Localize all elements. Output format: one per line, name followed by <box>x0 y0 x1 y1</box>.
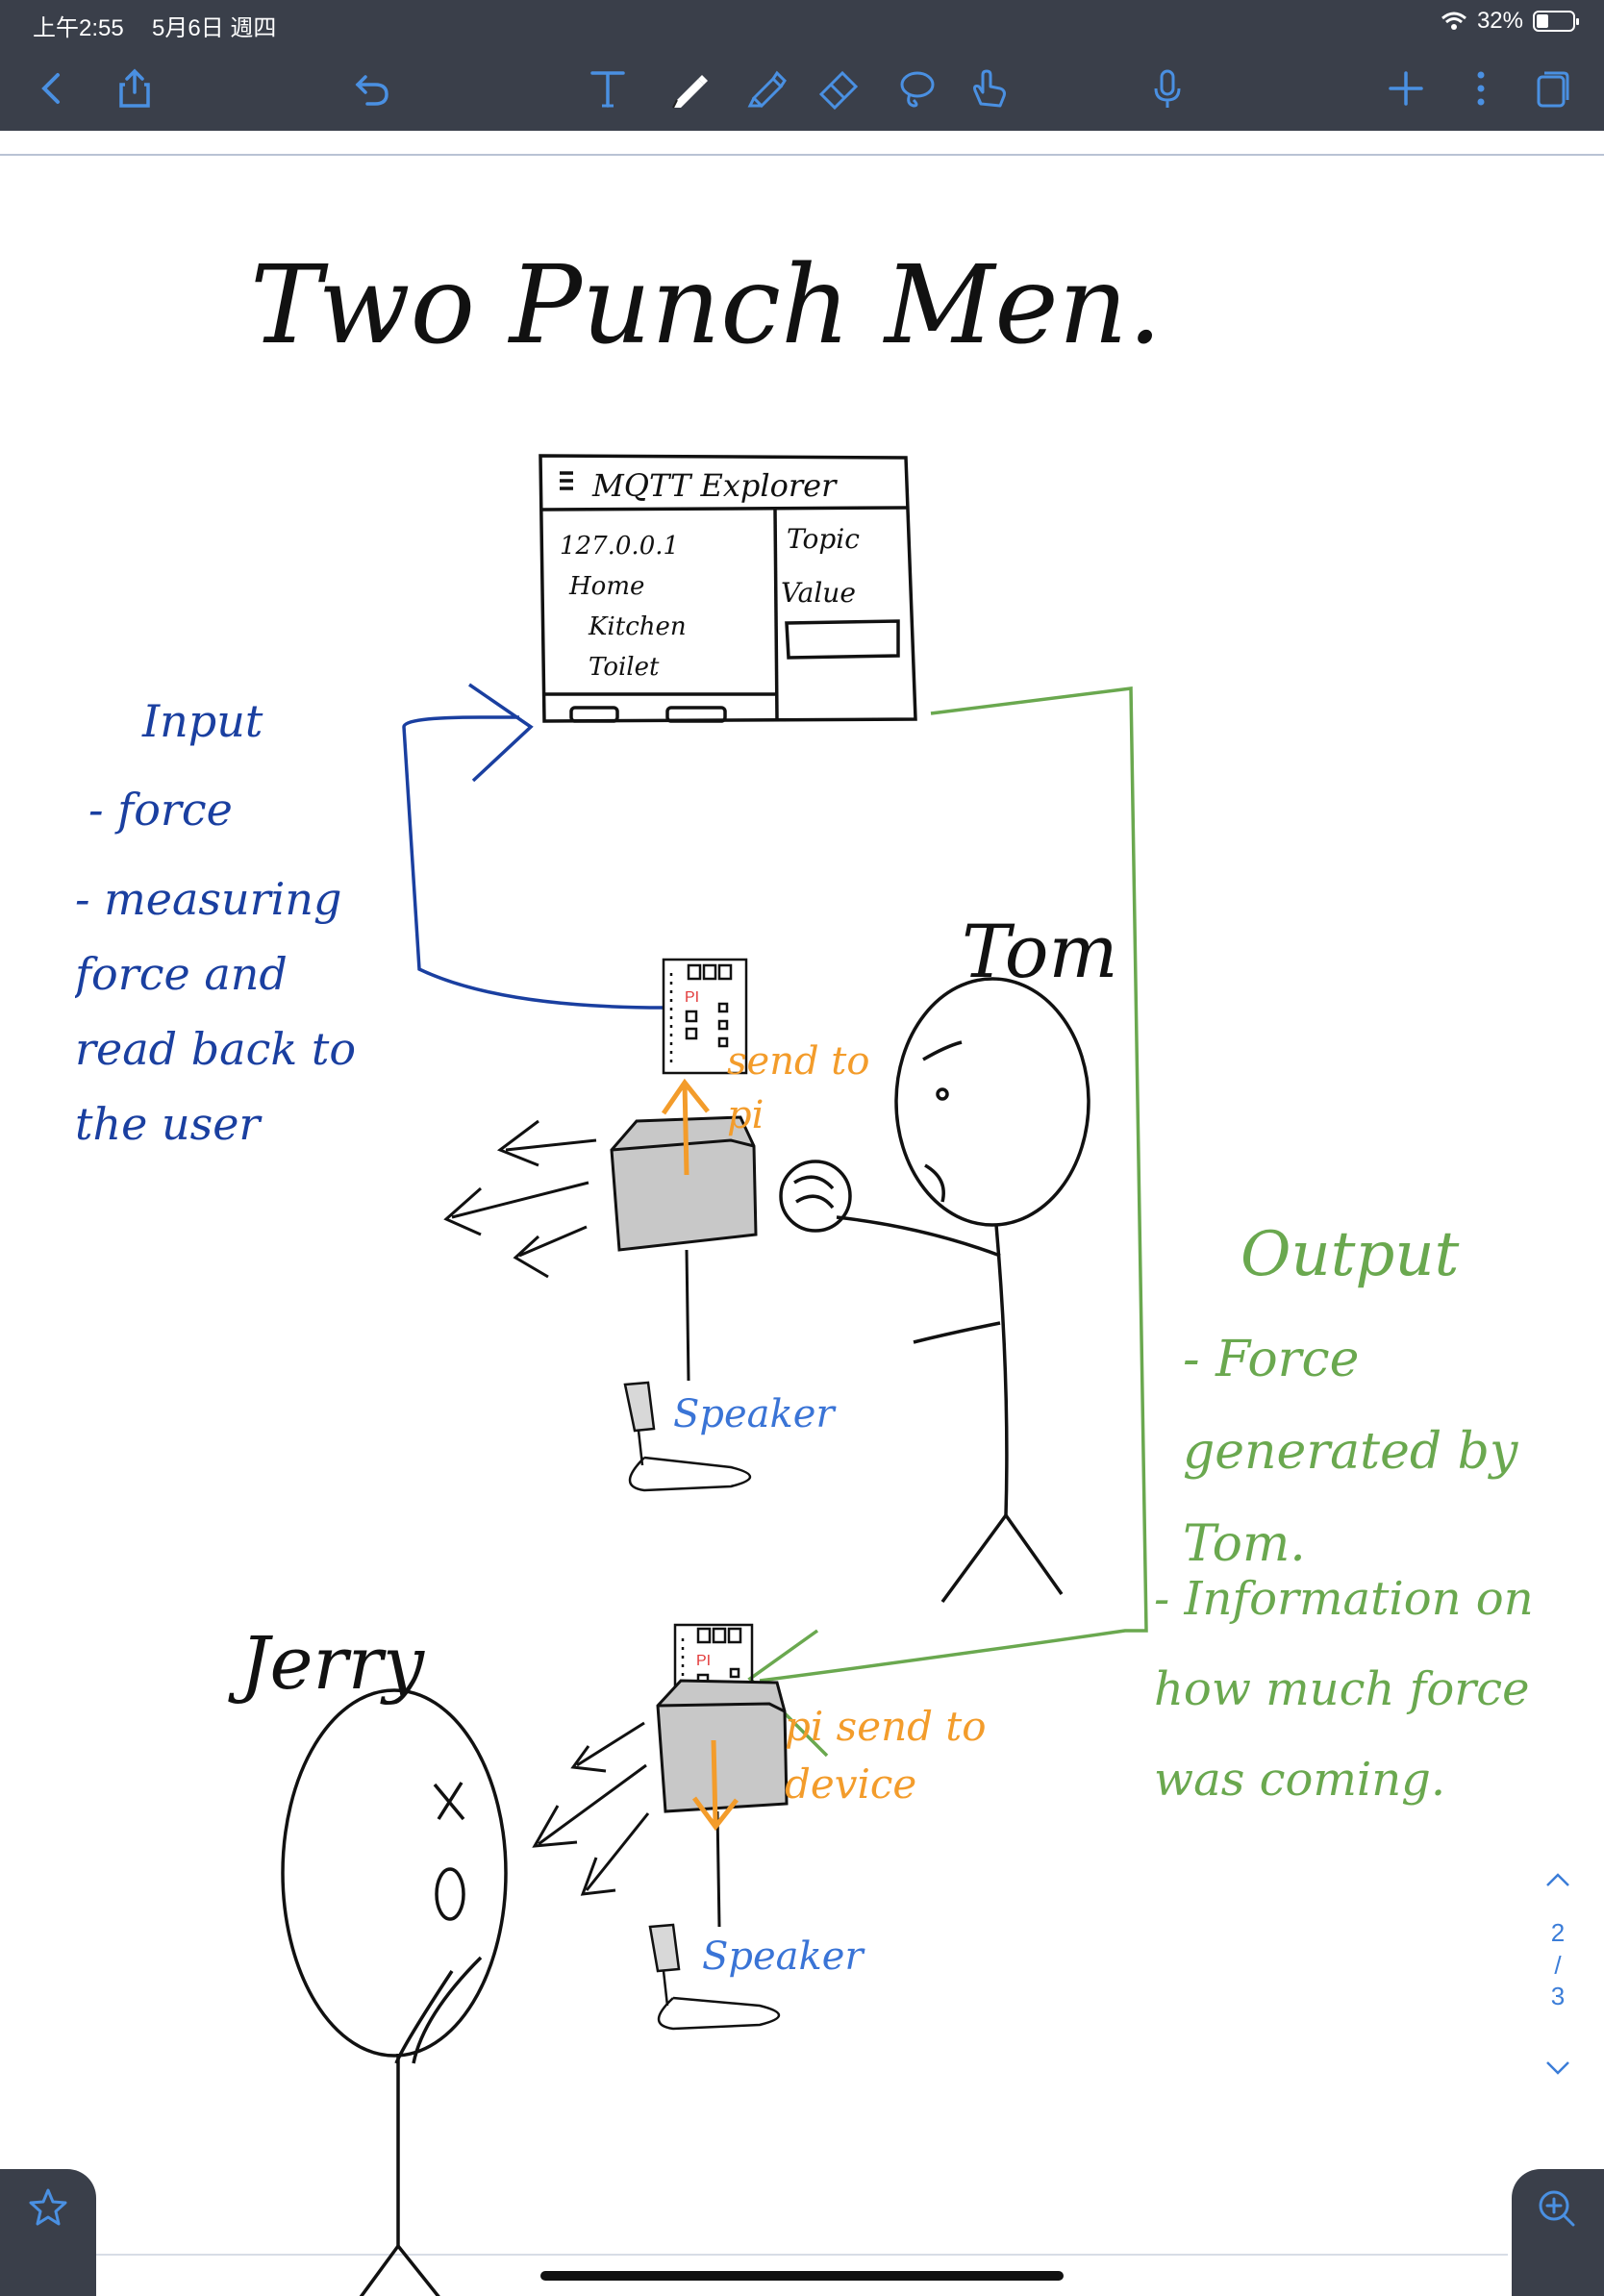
pages-icon[interactable] <box>1525 62 1579 115</box>
plus-icon[interactable] <box>1379 62 1433 115</box>
more-vertical-icon[interactable] <box>1454 62 1508 115</box>
status-right: 32% <box>1441 8 1579 35</box>
output-heading: Output <box>1241 1219 1460 1290</box>
back-chevron-icon[interactable] <box>25 62 79 115</box>
send-up-arrow <box>661 1078 710 1176</box>
toolbar <box>0 44 1604 131</box>
hand-pointer-icon[interactable] <box>962 62 1015 115</box>
mqtt-tree-home: Home <box>568 572 644 601</box>
highlighter-icon[interactable] <box>739 62 792 115</box>
page-current: 2 <box>1550 1918 1566 1947</box>
sensor-box-bottom <box>656 1679 789 1928</box>
pi-board-top <box>662 958 748 1075</box>
input-item-measuring: - measuring force and read back to the u… <box>75 873 357 1150</box>
tom-figure <box>779 977 1090 1604</box>
mqtt-tree-kitchen: Kitchen <box>588 612 687 641</box>
sensor-box-top <box>610 1115 758 1382</box>
microphone-icon[interactable] <box>1140 62 1194 115</box>
motion-lines-bottom <box>532 1721 650 1896</box>
mqtt-topic: Topic <box>787 523 860 555</box>
favorite-button[interactable] <box>0 2169 96 2296</box>
jerry-label: Jerry <box>228 1620 425 1706</box>
zoom-in-icon <box>1539 2190 1575 2227</box>
status-time: 上午2:55 <box>33 15 124 41</box>
battery-icon <box>1533 11 1579 32</box>
wifi-icon <box>1441 12 1466 30</box>
page-bottom-divider <box>96 2254 1508 2256</box>
pen-icon[interactable] <box>662 62 715 115</box>
jerry-figure <box>281 1688 508 2296</box>
output-item-info: - Information on how much force was comi… <box>1154 1572 1534 1807</box>
mqtt-explorer-sketch <box>539 454 917 723</box>
mqtt-value: Value <box>781 577 856 609</box>
speaker-bottom <box>648 1923 781 2031</box>
page-separator: / <box>1554 1951 1562 1980</box>
output-connector <box>759 686 1148 1683</box>
mqtt-header: MQTT Explorer <box>591 467 838 504</box>
page-down-icon[interactable] <box>1529 2055 1587 2084</box>
input-item-force: - force <box>88 784 233 836</box>
status-date: 5月6日 週四 <box>152 15 277 41</box>
pi-label-bottom: PI <box>696 1653 711 1669</box>
output-arrowhead <box>747 1629 829 1758</box>
pi-label-top: PI <box>685 989 699 1006</box>
home-indicator <box>540 2271 1064 2281</box>
send-down-arrow <box>691 1739 739 1832</box>
undo-icon[interactable] <box>344 62 398 115</box>
output-item-force: - Force generated by Tom. <box>1183 1331 1518 1573</box>
speaker-label-bottom: Speaker <box>702 1934 865 1979</box>
mqtt-tree-ip: 127.0.0.1 <box>560 532 679 561</box>
share-icon[interactable] <box>108 62 162 115</box>
status-bar: 上午2:55 5月6日 週四 32% <box>0 0 1604 44</box>
text-tool-icon[interactable] <box>581 62 635 115</box>
tom-label: Tom <box>962 909 1118 994</box>
input-heading: Input <box>141 695 263 747</box>
page-navigator: 2 / 3 <box>1529 1866 1587 2270</box>
eraser-icon[interactable] <box>812 62 865 115</box>
mqtt-tree-toilet: Toilet <box>589 653 660 682</box>
page-up-icon[interactable] <box>1529 1866 1587 1896</box>
input-arrowhead <box>468 683 534 783</box>
speaker-top <box>623 1381 752 1492</box>
send-to-pi-label: send to pi <box>727 1039 870 1137</box>
handwritten-drawing: Two Punch Men. MQTT Explorer 127.0.0.1 H… <box>75 243 1534 2296</box>
battery-percent: 32% <box>1476 8 1523 34</box>
pi-send-label: pi send to device <box>785 1703 987 1808</box>
lasso-icon[interactable] <box>889 62 942 115</box>
note-title: Two Punch Men. <box>250 243 1162 368</box>
note-canvas[interactable]: Two Punch Men. MQTT Explorer 127.0.0.1 H… <box>0 131 1604 2296</box>
input-connector <box>402 715 664 1010</box>
speaker-label-top: Speaker <box>673 1392 837 1436</box>
motion-lines-top <box>443 1119 597 1279</box>
zoom-button[interactable] <box>1512 2169 1604 2296</box>
star-icon <box>29 2188 67 2226</box>
page-top-divider <box>0 154 1604 156</box>
page-total: 3 <box>1550 1982 1566 2010</box>
